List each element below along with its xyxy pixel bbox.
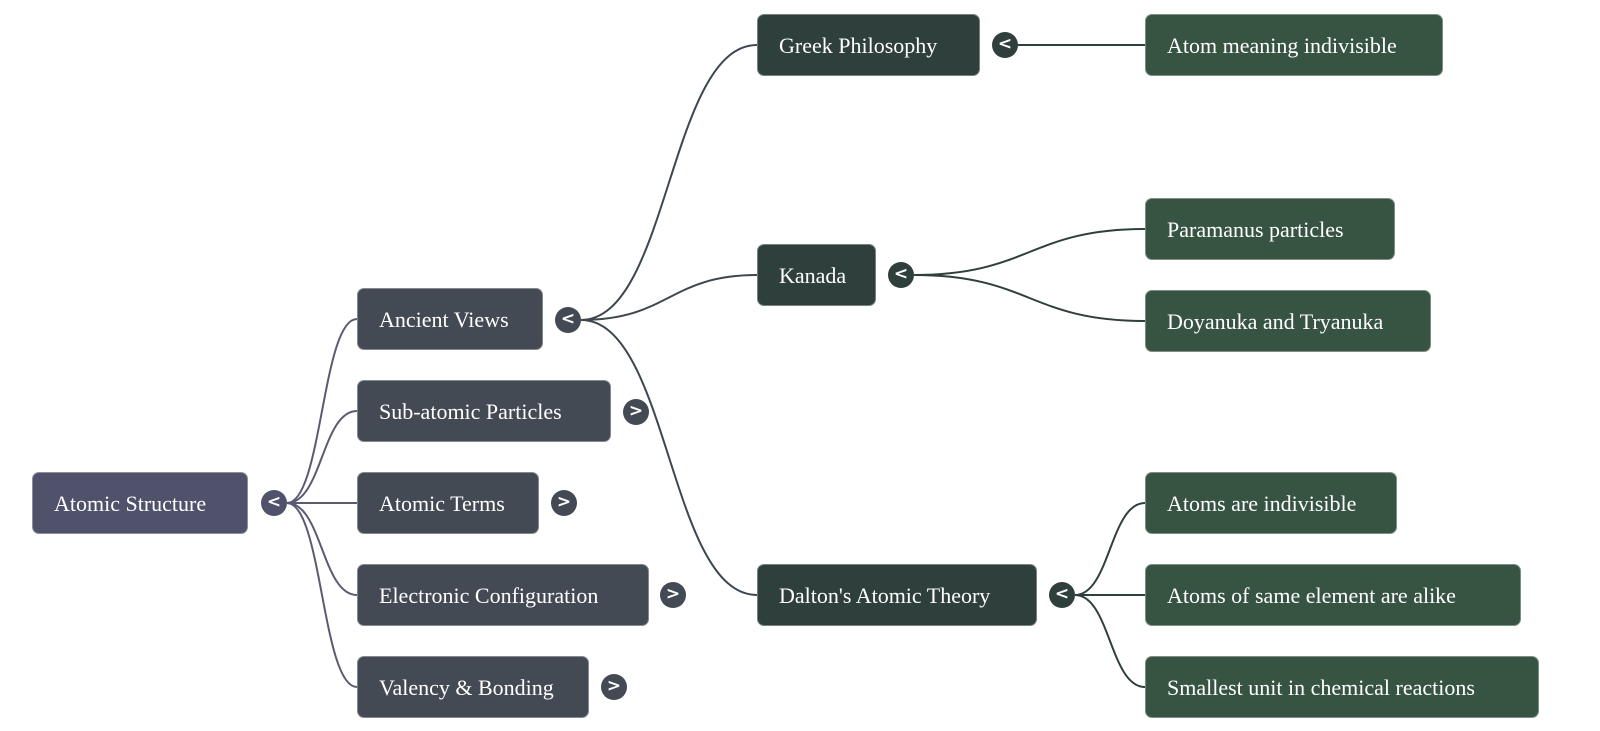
expand-toggle-icon[interactable]: > <box>601 674 627 700</box>
collapse-toggle-icon[interactable]: < <box>261 490 287 516</box>
node-kanada[interactable]: Kanada <box>757 244 876 306</box>
collapse-toggle-icon[interactable]: < <box>992 32 1018 58</box>
node-greek-philosophy[interactable]: Greek Philosophy <box>757 14 980 76</box>
expand-toggle-icon[interactable]: > <box>660 582 686 608</box>
link-root-child-3 <box>286 502 358 596</box>
link-kanada-child-1 <box>913 274 1146 322</box>
node-valency-bonding[interactable]: Valency & Bonding <box>357 656 589 718</box>
collapse-toggle-icon[interactable]: < <box>888 262 914 288</box>
link-ancient-child-1 <box>580 274 758 321</box>
link-kanada-child-0 <box>913 228 1146 276</box>
expand-toggle-icon[interactable]: > <box>623 399 649 425</box>
node-daltons-atomic-theory[interactable]: Dalton's Atomic Theory <box>757 564 1037 626</box>
node-smallest-unit-in-chemical-reactions[interactable]: Smallest unit in chemical reactions <box>1145 656 1539 718</box>
link-ancient-child-2 <box>580 319 758 596</box>
link-root-child-4 <box>286 502 358 688</box>
node-paramanus-particles[interactable]: Paramanus particles <box>1145 198 1395 260</box>
node-atomic-terms[interactable]: Atomic Terms <box>357 472 539 534</box>
node-atomic-structure[interactable]: Atomic Structure <box>32 472 248 534</box>
link-root-child-1 <box>286 410 358 504</box>
collapse-toggle-icon[interactable]: < <box>1049 582 1075 608</box>
node-ancient-views[interactable]: Ancient Views <box>357 288 543 350</box>
node-atom-meaning-indivisible[interactable]: Atom meaning indivisible <box>1145 14 1443 76</box>
node-electronic-configuration[interactable]: Electronic Configuration <box>357 564 649 626</box>
link-dalton-child-0 <box>1074 502 1146 596</box>
node-doyanuka-and-tryanuka[interactable]: Doyanuka and Tryanuka <box>1145 290 1431 352</box>
collapse-toggle-icon[interactable]: < <box>555 307 581 333</box>
link-dalton-child-2 <box>1074 594 1146 688</box>
node-atoms-of-same-element-are-alike[interactable]: Atoms of same element are alike <box>1145 564 1521 626</box>
node-sub-atomic-particles[interactable]: Sub-atomic Particles <box>357 380 611 442</box>
node-atoms-are-indivisible[interactable]: Atoms are indivisible <box>1145 472 1397 534</box>
expand-toggle-icon[interactable]: > <box>551 490 577 516</box>
link-ancient-child-0 <box>580 44 758 321</box>
link-root-child-0 <box>286 318 358 504</box>
